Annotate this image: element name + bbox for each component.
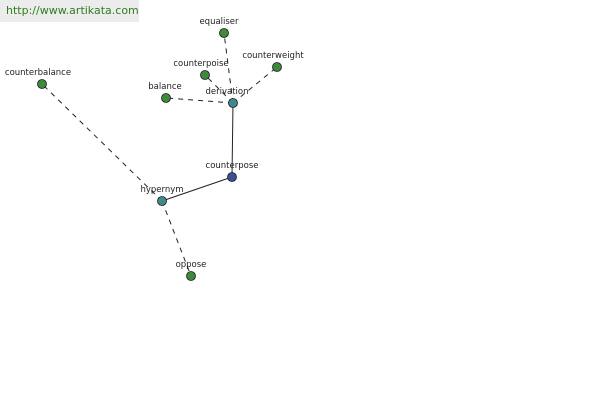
node-label-counterbalance: counterbalance [5,68,71,78]
watermark-url[interactable]: http://www.artikata.com [6,4,139,17]
node-balance[interactable]: balance [148,82,182,103]
edge-derivation-equaliser [223,32,234,104]
edge-counterpose-hypernym [161,176,233,202]
node-dot-balance[interactable] [161,93,171,103]
edge-hypernym-counterbalance [41,83,163,202]
node-label-oppose: oppose [176,260,207,270]
node-dot-counterpose[interactable] [227,172,237,182]
node-label-counterpoise: counterpoise [173,59,228,69]
node-counterpoise[interactable]: counterpoise [173,59,229,80]
node-label-counterweight: counterweight [242,51,304,61]
node-label-counterpose: counterpose [206,161,259,171]
edges-layer [41,32,278,277]
node-equaliser[interactable]: equaliser [199,17,239,38]
node-label-equaliser: equaliser [199,17,239,27]
node-derivation[interactable]: derivation [205,87,249,108]
edge-counterpose-derivation [231,102,234,178]
node-oppose[interactable]: oppose [176,260,207,281]
edge-derivation-balance [165,97,234,104]
watermark-bar: http://www.artikata.com [0,0,139,22]
node-label-hypernym: hypernym [140,185,183,195]
edge-derivation-counterweight [232,66,278,104]
node-counterbalance[interactable]: counterbalance [5,68,71,89]
edge-derivation-counterpoise [204,74,234,104]
node-dot-counterpoise[interactable] [200,70,210,80]
node-dot-hypernym[interactable] [157,196,167,206]
node-counterpose[interactable]: counterpose [206,161,259,182]
node-dot-oppose[interactable] [186,271,196,281]
node-dot-derivation[interactable] [228,98,238,108]
node-dot-counterweight[interactable] [272,62,282,72]
nodes-layer: counterpose derivation hypernym equaliser co… [5,17,304,281]
node-dot-equaliser[interactable] [219,28,229,38]
node-label-derivation: derivation [205,87,248,97]
node-dot-counterbalance[interactable] [37,79,47,89]
node-label-balance: balance [148,82,181,92]
node-hypernym[interactable]: hypernym [140,185,184,206]
edge-hypernym-oppose [161,200,192,277]
node-counterweight[interactable]: counterweight [242,51,304,72]
